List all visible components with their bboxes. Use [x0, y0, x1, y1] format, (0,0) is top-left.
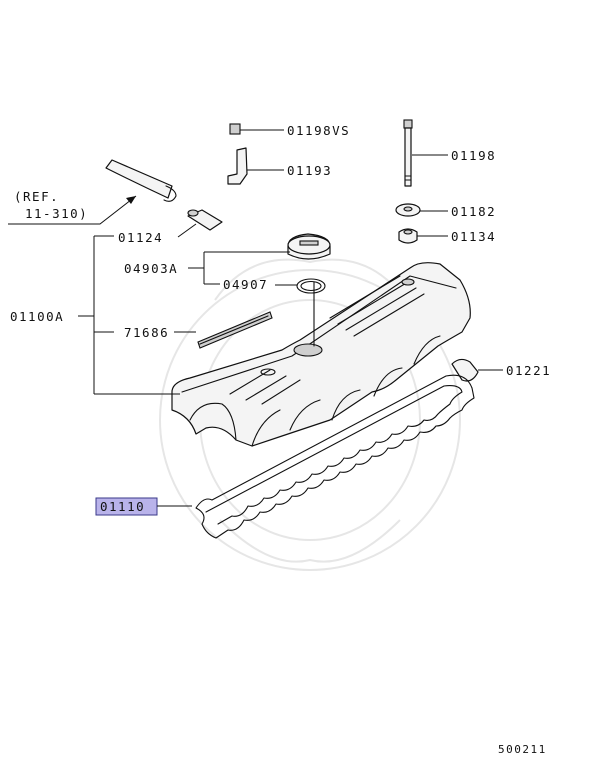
- label-01198: 01198: [451, 148, 496, 163]
- ref-label-line1: (REF.: [14, 189, 59, 204]
- gasket-01110: [195, 374, 475, 539]
- footer-code: 500211: [498, 743, 547, 756]
- plug-01221: [451, 358, 479, 382]
- emblem-plate-71686: [197, 311, 273, 349]
- leader-01124: [177, 223, 197, 238]
- filler-cap-04903a: [287, 233, 331, 260]
- label-01198vs: 01198VS: [287, 123, 350, 138]
- label-01193: 01193: [287, 163, 332, 178]
- label-01182: 01182: [451, 204, 496, 219]
- grommet-01134: [398, 228, 418, 244]
- label-01124: 01124: [118, 230, 163, 245]
- ref-leader: [8, 195, 137, 225]
- label-01110: 01110: [100, 499, 145, 514]
- oring-04907: [296, 278, 326, 294]
- bracket-01193: [227, 147, 248, 185]
- label-04903a: 04903A: [124, 261, 178, 276]
- watermark-emblem: [159, 258, 461, 571]
- nipple-01124: [187, 209, 223, 231]
- bolt-01198vs: [229, 123, 251, 135]
- rocker-cover-01100a: [171, 262, 471, 447]
- label-04907: 04907: [223, 277, 268, 292]
- hose-ref: [105, 159, 177, 202]
- stud-bolt-01198: [403, 119, 413, 187]
- ref-label-line2: 11-310): [25, 206, 88, 221]
- leader-01100a: [78, 235, 180, 395]
- washer-01182: [395, 203, 421, 217]
- label-01134: 01134: [451, 229, 496, 244]
- label-71686: 71686: [124, 325, 169, 340]
- label-01221: 01221: [506, 363, 551, 378]
- leader-04903a: [188, 251, 290, 285]
- label-01100a: 01100A: [10, 309, 64, 324]
